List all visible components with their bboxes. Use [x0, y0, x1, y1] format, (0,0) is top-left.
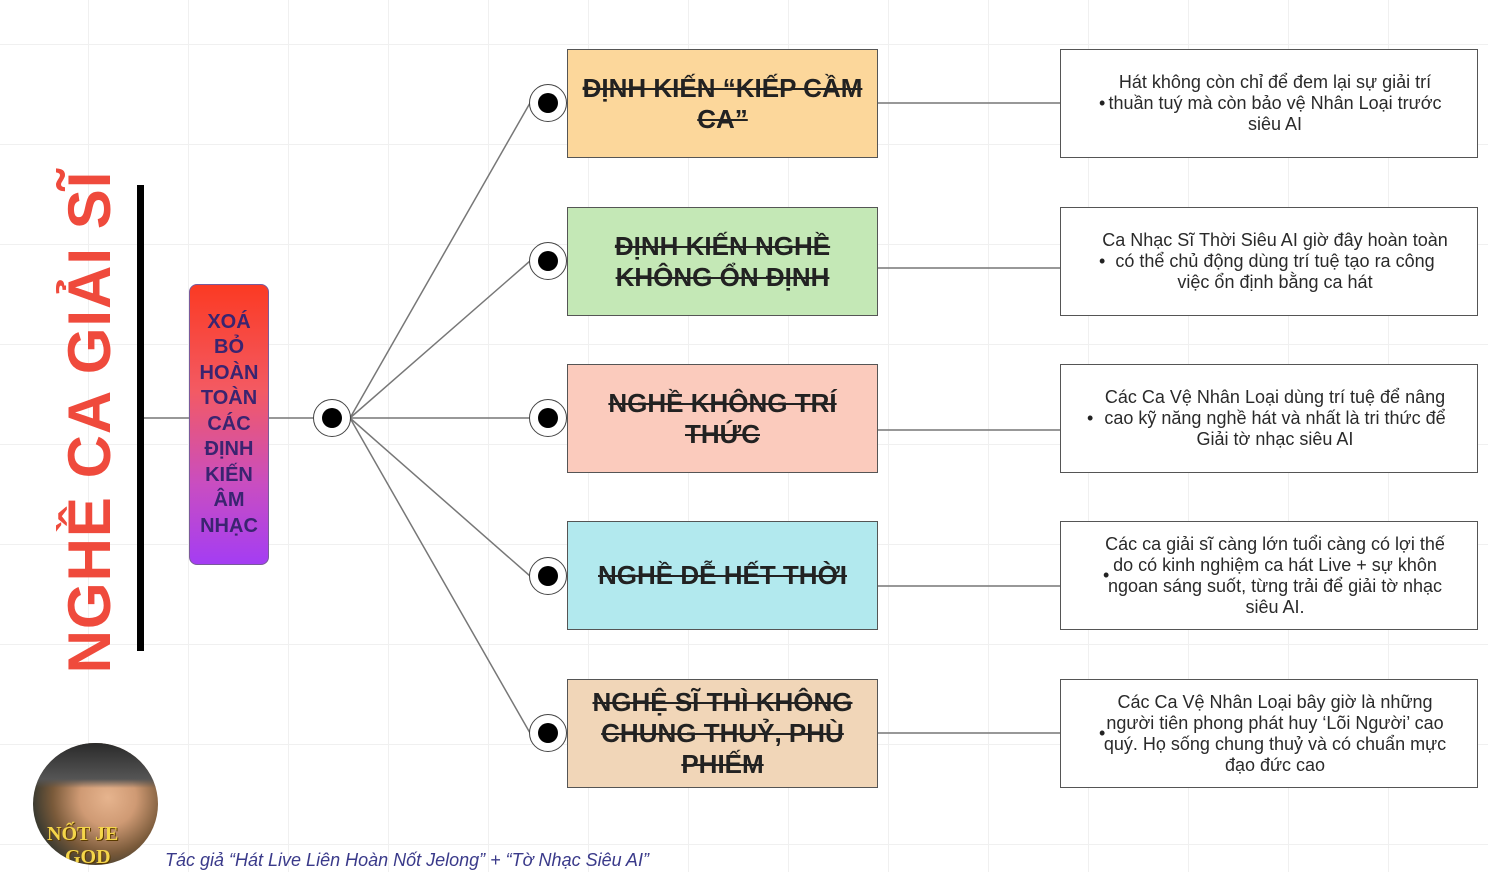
- branch-node-1[interactable]: [529, 84, 567, 122]
- title-divider: [137, 185, 144, 651]
- branch-node-2[interactable]: [529, 242, 567, 280]
- category-box[interactable]: NGHỀ KHÔNG TRÍ THỨC: [567, 364, 878, 473]
- author-caption: Tác giả “Hát Live Liên Hoàn Nốt Jelong” …: [165, 850, 649, 870]
- bullet-icon: •: [1103, 565, 1110, 585]
- branch-line-5: [349, 417, 531, 734]
- category-box[interactable]: ĐỊNH KIẾN “KIẾP CẦM CA”: [567, 49, 878, 158]
- root-label: XOÁ BỎ HOÀN TOÀN CÁC ĐỊNH KIẾN ÂM NHẠC: [199, 310, 259, 537]
- branch-node-5[interactable]: [529, 714, 567, 752]
- bullet-icon: •: [1099, 723, 1106, 743]
- branch-line-2: [349, 260, 531, 419]
- description-box: • Các Ca Vệ Nhân Loại bây giờ là những n…: [1060, 679, 1478, 788]
- description-text: Các Ca Vệ Nhân Loại bây giờ là những ngư…: [1103, 691, 1447, 775]
- category-label: NGHỀ DỄ HẾT THỜI: [598, 560, 847, 590]
- description-box: • Các ca giải sĩ càng lớn tuổi càng có l…: [1060, 521, 1478, 630]
- bullet-icon: •: [1099, 93, 1106, 113]
- category-box[interactable]: ĐỊNH KIẾN NGHỀ KHÔNG ỔN ĐỊNH: [567, 207, 878, 316]
- branch-node-3[interactable]: [529, 399, 567, 437]
- description-box: • Ca Nhạc Sĩ Thời Siêu AI giờ đây hoàn t…: [1060, 207, 1478, 316]
- description-text: Các ca giải sĩ càng lớn tuổi càng có lợi…: [1105, 533, 1445, 617]
- description-text: Các Ca Vệ Nhân Loại dùng trí tuệ để nâng…: [1104, 387, 1446, 449]
- description-text: Ca Nhạc Sĩ Thời Siêu AI giờ đây hoàn toà…: [1102, 230, 1448, 292]
- hub-node[interactable]: [313, 399, 351, 437]
- category-label: NGHỆ SĨ THÌ KHÔNG CHUNG THUỶ, PHÙ PHIẾM: [592, 687, 853, 779]
- description-box: • Hát không còn chỉ để đem lại sự giải t…: [1060, 49, 1478, 158]
- category-label: ĐỊNH KIẾN “KIẾP CẦM CA”: [582, 72, 863, 134]
- branch-node-4[interactable]: [529, 557, 567, 595]
- category-label: ĐỊNH KIẾN NGHỀ KHÔNG ỔN ĐỊNH: [614, 230, 831, 292]
- description-box: • Các Ca Vệ Nhân Loại dùng trí tuệ để nâ…: [1060, 364, 1478, 473]
- branch-line-1: [349, 102, 531, 419]
- description-text: Hát không còn chỉ để đem lại sự giải trí…: [1108, 72, 1442, 134]
- category-label: NGHỀ KHÔNG TRÍ THỨC: [608, 387, 837, 449]
- vertical-title: NGHỀ CA GIẢI SĨ: [56, 170, 123, 674]
- branch-line-4: [349, 417, 531, 577]
- category-box[interactable]: NGHỀ DỄ HẾT THỜI: [567, 521, 878, 630]
- category-box[interactable]: NGHỆ SĨ THÌ KHÔNG CHUNG THUỶ, PHÙ PHIẾM: [567, 679, 878, 788]
- root-node[interactable]: XOÁ BỎ HOÀN TOÀN CÁC ĐỊNH KIẾN ÂM NHẠC: [189, 284, 269, 565]
- bullet-icon: •: [1087, 408, 1094, 428]
- bullet-icon: •: [1099, 251, 1106, 271]
